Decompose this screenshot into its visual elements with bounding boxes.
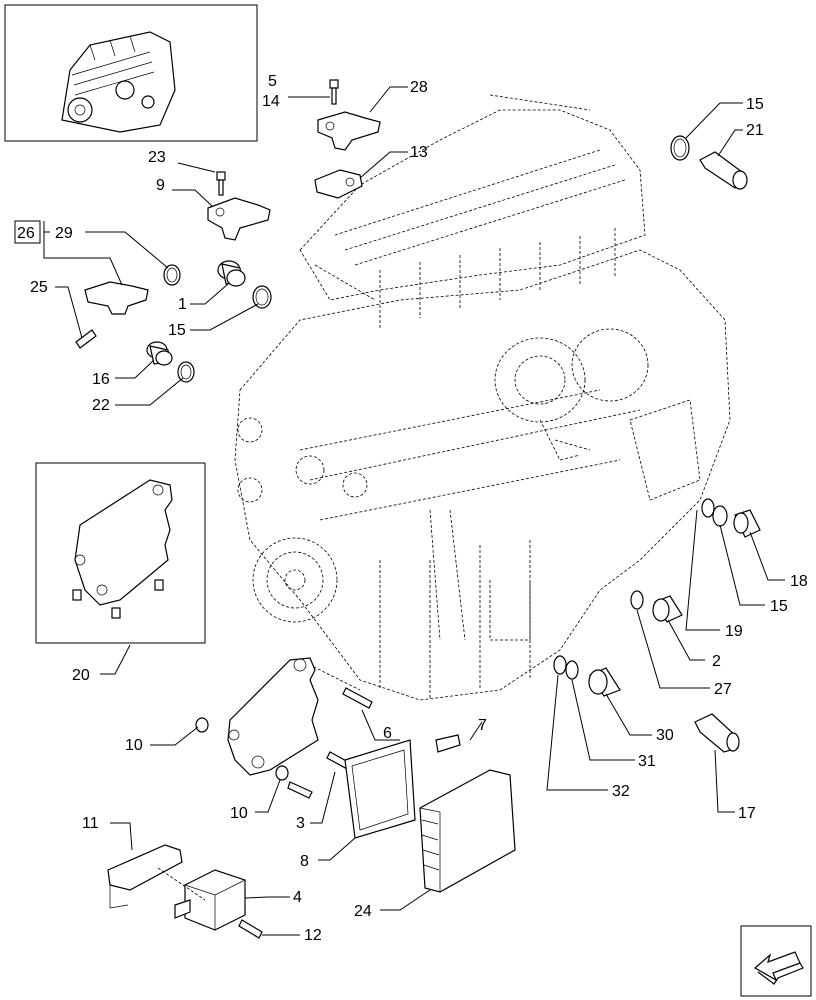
ecu-24	[419, 769, 516, 893]
callout-10-upper: 10	[125, 737, 143, 754]
sensor-28	[317, 111, 381, 151]
callout-17: 17	[738, 805, 756, 822]
callout-15-left: 15	[168, 322, 186, 339]
sensor-9	[207, 197, 271, 241]
callout-8: 8	[300, 853, 309, 870]
inset-box-20	[35, 462, 206, 644]
callout-14: 14	[262, 93, 280, 110]
callout-7: 7	[478, 717, 487, 734]
bolt-3	[287, 751, 353, 799]
bolt-5	[329, 79, 339, 105]
callout-18: 18	[790, 573, 808, 590]
callout-20: 20	[72, 667, 90, 684]
callout-23: 23	[148, 149, 166, 166]
ring-31	[565, 660, 579, 680]
ring-15-right	[712, 505, 728, 527]
plug-18	[733, 509, 761, 538]
callout-11: 11	[82, 815, 99, 832]
ring-32	[553, 655, 567, 675]
callout-1: 1	[178, 296, 187, 313]
gasket-13	[314, 169, 363, 199]
next-page-arrow-icon[interactable]	[740, 925, 812, 997]
relay-4	[174, 869, 246, 931]
callout-15-right: 15	[770, 598, 788, 615]
ring-15-left	[252, 285, 272, 309]
callout-10-lower: 10	[230, 805, 248, 822]
callout-15-top: 15	[746, 96, 764, 113]
callout-4: 4	[293, 889, 302, 906]
callout-30: 30	[656, 727, 674, 744]
ring-22	[177, 361, 195, 383]
plug-30	[588, 667, 621, 697]
sensor-21	[699, 151, 748, 190]
callout-3: 3	[296, 815, 305, 832]
callout-12: 12	[304, 927, 322, 944]
callout-28: 28	[410, 79, 428, 96]
callout-24: 24	[354, 903, 372, 920]
callout-19: 19	[725, 623, 743, 640]
sensor-26	[84, 281, 149, 315]
callout-13: 13	[410, 144, 428, 161]
engine-assembly-outline	[234, 94, 731, 701]
ring-19	[701, 498, 715, 518]
group-label: 26	[17, 225, 35, 242]
manifold-block	[227, 657, 319, 776]
callout-31: 31	[638, 753, 656, 770]
plug-10-upper	[195, 717, 209, 733]
bracket-11	[107, 844, 183, 909]
callout-32: 32	[612, 783, 630, 800]
gasket-8	[344, 739, 416, 839]
callout-16: 16	[92, 371, 110, 388]
sensor-17	[694, 713, 740, 753]
bolt-7	[435, 734, 461, 753]
plug-16	[146, 341, 173, 366]
callout-21: 21	[746, 122, 764, 139]
ring-15-top	[670, 135, 690, 161]
callout-9: 9	[156, 177, 165, 194]
callout-5: 5	[268, 73, 277, 90]
ring-29	[163, 264, 181, 286]
plug-2	[652, 595, 683, 623]
callout-29: 29	[55, 225, 73, 242]
leader-lines	[55, 86, 785, 936]
bolt-12	[238, 919, 263, 939]
callout-6: 6	[383, 725, 392, 742]
bolt-25	[75, 329, 97, 349]
callout-25: 25	[30, 279, 48, 296]
engine-thumbnail-icon[interactable]	[4, 4, 258, 142]
ring-27	[630, 590, 644, 610]
plug-10-lower	[275, 765, 289, 781]
callout-labels: 5 14 28 13 15 21 23 9 29 25 1 15 16 22 2…	[30, 73, 808, 944]
bolt-6	[342, 687, 373, 709]
plug-1	[217, 260, 246, 287]
bolt-23	[216, 171, 226, 196]
manifold-inset	[72, 479, 173, 619]
callout-22: 22	[92, 397, 110, 414]
callout-2: 2	[712, 653, 721, 670]
group-bracket	[14, 220, 123, 286]
callout-27: 27	[714, 681, 732, 698]
